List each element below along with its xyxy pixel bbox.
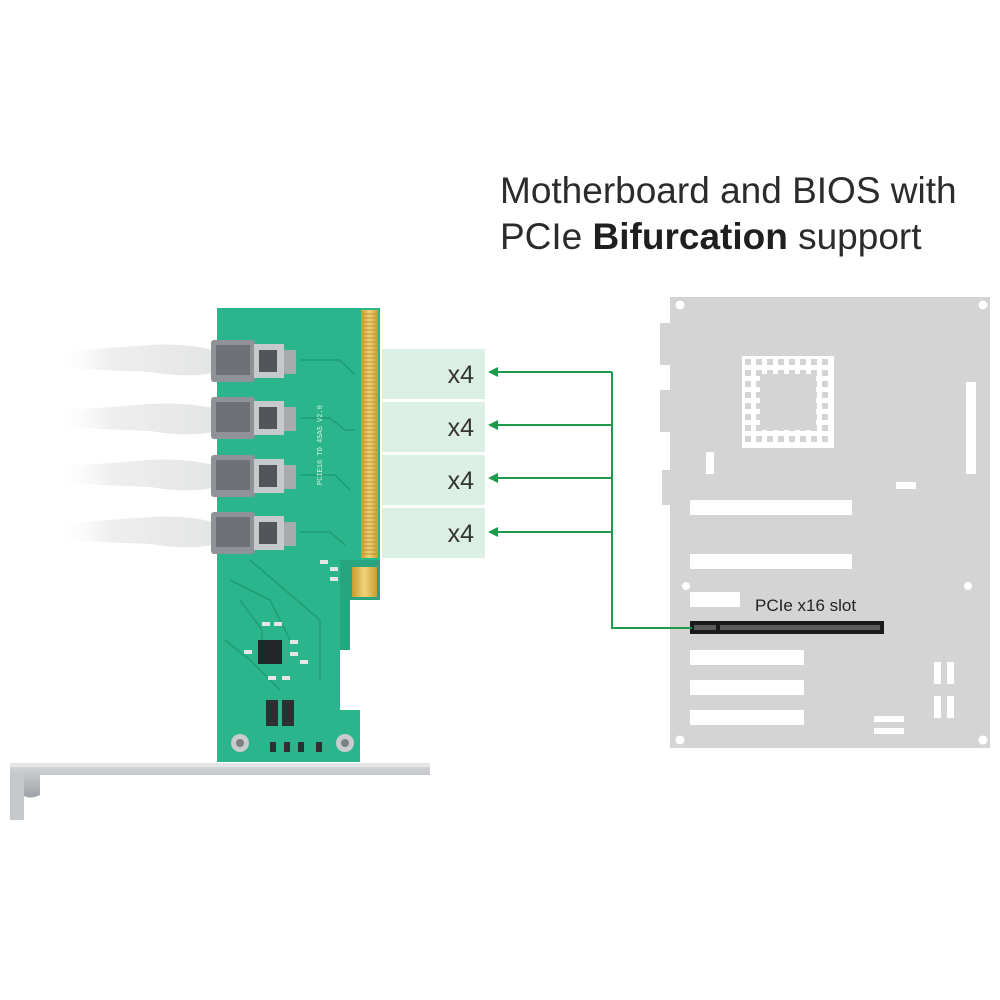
trunk-line: [611, 372, 692, 629]
pcie-x16-slot: [690, 621, 884, 634]
sas-connector: [211, 340, 296, 382]
lane-box: [382, 455, 485, 505]
lane-label: x4: [447, 414, 474, 442]
pci-bracket: [10, 763, 430, 820]
controller-chip: [258, 640, 282, 664]
heading-suffix: support: [787, 216, 922, 257]
heading-line-2: PCIe Bifurcation support: [500, 214, 990, 260]
heading-line-1: Motherboard and BIOS with: [500, 170, 957, 211]
lane-box: [382, 508, 485, 558]
diagram-heading: Motherboard and BIOS with PCIe Bifurcati…: [500, 168, 990, 260]
slot-label: PCIe x16 slot: [755, 596, 857, 615]
cpu-socket: [742, 356, 834, 448]
bifurcation-arrows: [488, 367, 692, 629]
lane-box: [382, 402, 485, 452]
lane-boxes: [382, 349, 485, 558]
sas-adapter-card: PCIE16 TO 4SAS V2.0: [211, 308, 380, 762]
motherboard: [660, 297, 990, 748]
lane-box: [382, 349, 485, 399]
sas-connector: [211, 455, 296, 497]
sas-connector: [211, 397, 296, 439]
sas-connector: [211, 512, 296, 554]
heading-prefix: PCIe: [500, 216, 593, 257]
sas-cables: [55, 344, 213, 548]
heading-bold-term: Bifurcation: [592, 216, 788, 257]
lane-label: x4: [447, 520, 474, 548]
pcb-silkscreen: PCIE16 TO 4SAS V2.0: [317, 405, 325, 485]
lane-label: x4: [447, 467, 474, 495]
lane-label: x4: [447, 361, 474, 389]
